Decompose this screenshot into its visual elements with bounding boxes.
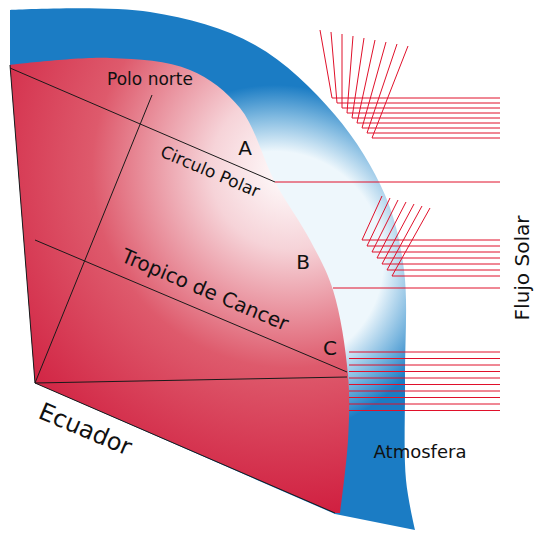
solar-ray — [349, 378, 500, 379]
latitude-line — [10, 68, 275, 182]
atmosphere-band — [10, 8, 415, 530]
latitude-line — [35, 95, 152, 383]
point-label: B — [296, 251, 310, 274]
solar-ray — [320, 30, 500, 98]
solar-ray — [377, 202, 500, 258]
solar-ray — [349, 391, 500, 392]
solar-ray — [333, 288, 500, 289]
point-label: C — [323, 337, 337, 360]
earth-section — [10, 58, 349, 513]
solar-ray — [372, 200, 500, 252]
solar-ray — [349, 358, 500, 359]
latitude-line — [35, 383, 335, 513]
solar-ray — [349, 410, 500, 411]
solar-ray — [349, 397, 500, 398]
solar-ray — [372, 46, 500, 138]
pole-label: Polo norte — [107, 70, 193, 90]
solar-ray — [275, 182, 500, 183]
solar-ray — [349, 371, 500, 372]
solar-ray — [349, 384, 500, 385]
solar-ray — [382, 204, 500, 264]
solar-ray — [357, 40, 500, 123]
latitude-line — [35, 240, 347, 372]
latitude-line — [10, 65, 35, 383]
point-label: A — [238, 137, 252, 160]
solar-ray — [349, 404, 500, 405]
latitude-line — [35, 377, 347, 383]
solar-ray — [367, 44, 500, 133]
solar-ray — [342, 34, 500, 108]
solar-ray — [349, 352, 500, 353]
solar-ray — [392, 208, 500, 276]
flux-label: Flujo Solar — [511, 216, 534, 321]
solar-ray — [362, 196, 500, 240]
atmosphere-label: Atmosfera — [374, 442, 467, 463]
solar-ray — [387, 206, 500, 270]
solar-ray — [349, 365, 500, 366]
solar-ray — [352, 38, 500, 118]
solar-ray — [347, 36, 500, 113]
